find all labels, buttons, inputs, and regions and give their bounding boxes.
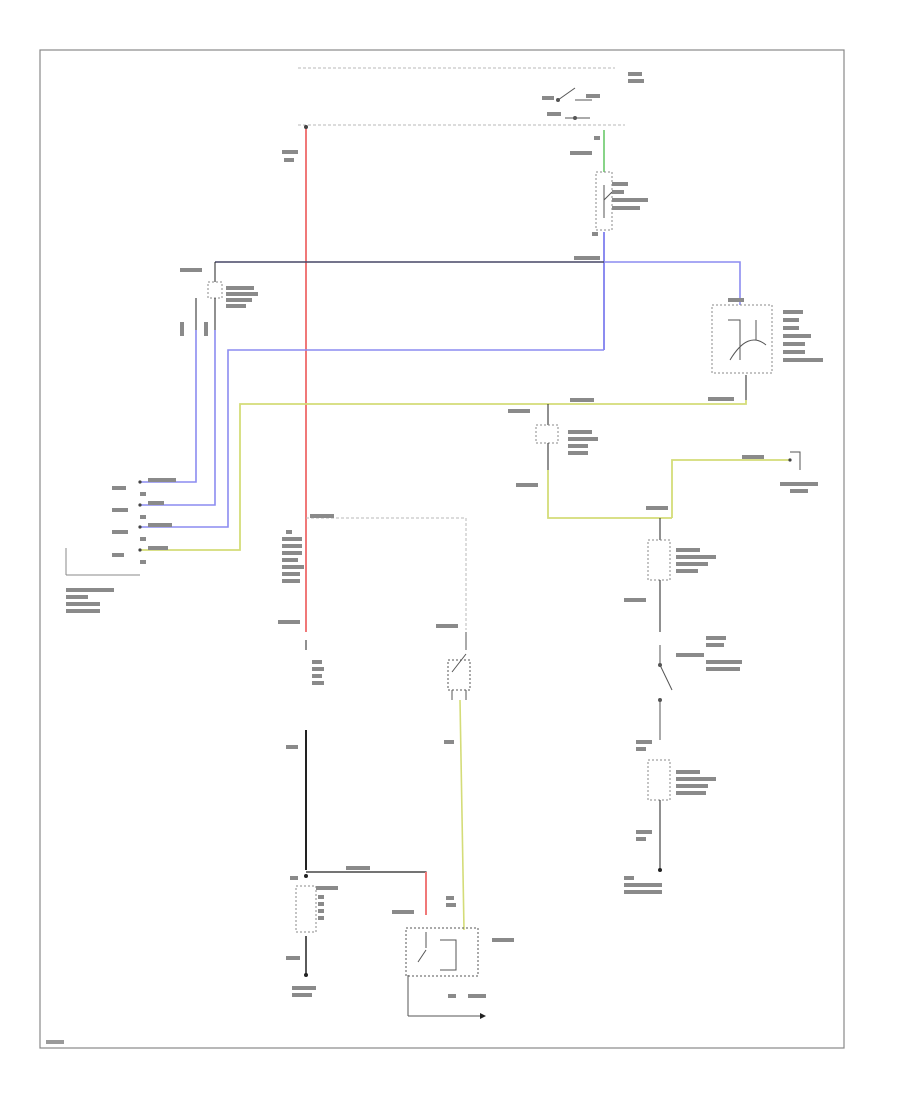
data-link-connector	[788, 451, 801, 470]
engine-control-module	[65, 480, 142, 576]
transmission-range-switch	[711, 304, 773, 400]
joint-connector-middle	[535, 404, 559, 470]
relay-labels	[278, 514, 334, 624]
clutch-switch	[595, 171, 613, 231]
battery-cable-labels	[346, 866, 456, 914]
joint-connector-lower-labels	[624, 548, 716, 602]
ecm-wire-2	[140, 330, 216, 506]
ecm-wire-3	[140, 349, 604, 528]
ecm-wire-labels	[148, 478, 176, 550]
starter-cut-relay	[447, 632, 471, 700]
clutch-switch-labels	[592, 182, 648, 236]
battery-labels	[286, 876, 338, 997]
joint-connector-bottom	[647, 759, 671, 870]
starter-cut-relay-labels	[436, 624, 458, 744]
data-link-connector-labels	[780, 482, 818, 493]
joint-connector-left	[195, 262, 223, 330]
fuse-terminal	[304, 125, 308, 129]
connector-wire	[671, 459, 790, 518]
ignition-output-labels	[570, 136, 600, 155]
starter-solenoid-wire	[459, 699, 465, 931]
ecm-wire-4	[140, 403, 548, 551]
ecm-labels	[66, 486, 146, 613]
ecm-wire-1	[140, 330, 197, 483]
neutral-switch-wire	[215, 261, 741, 305]
starter-motor	[405, 927, 480, 1017]
upper-bus-labels	[180, 256, 744, 302]
joint-connector-left-labels	[180, 286, 258, 336]
diagram-code	[46, 1040, 64, 1044]
fusible-link-labels	[286, 660, 324, 749]
ground-symbol-starter	[480, 1013, 486, 1019]
range-switch-output-wire	[548, 400, 747, 405]
starter-motor-labels	[448, 938, 514, 998]
relay-feed-wire	[547, 470, 672, 519]
joint-connector-bottom-labels	[624, 770, 716, 894]
joint-connector-lower	[647, 518, 671, 632]
connector-wire-labels	[646, 455, 764, 510]
ignition-switch-labels	[542, 72, 644, 116]
relay-coil-wire	[306, 517, 467, 630]
ground-symbol-right	[658, 868, 662, 872]
diagram-frame	[39, 49, 845, 1049]
joint-connector-middle-labels	[516, 430, 598, 487]
fuse-labels	[282, 150, 298, 162]
brake-switch	[658, 645, 673, 740]
battery	[295, 874, 317, 977]
junction-wire-labels	[508, 398, 594, 413]
ignition-switch	[556, 87, 592, 120]
transmission-switch-labels	[708, 310, 823, 401]
brake-switch-labels	[636, 636, 742, 751]
